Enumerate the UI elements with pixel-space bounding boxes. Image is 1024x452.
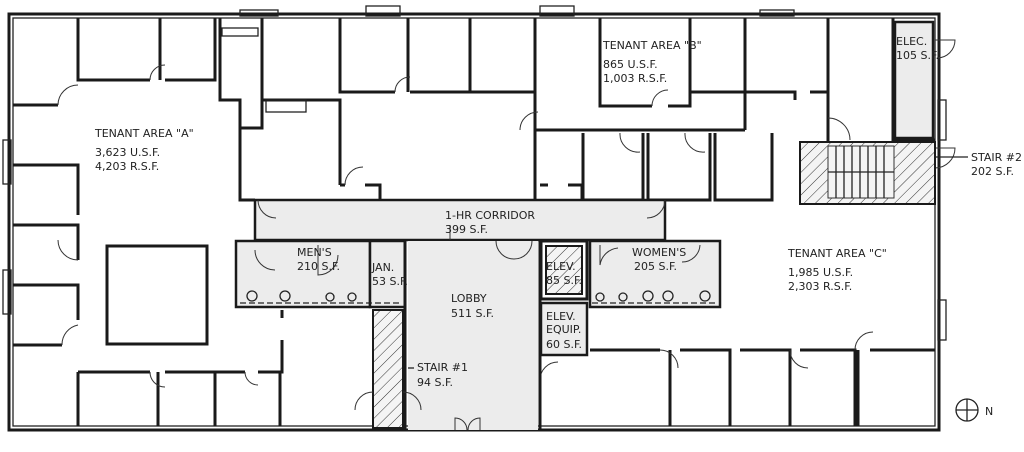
stair1-area: 94 S.F. [417,376,453,389]
elevator-core [539,239,722,357]
lobby-area: 511 S.F. [451,307,494,320]
tenant-c-usf: 1,985 U.S.F. [788,266,853,279]
womens-area: 205 S.F. [634,260,677,273]
lobby-name: LOBBY [451,292,487,305]
tenant-b-usf: 865 U.S.F. [603,58,658,71]
elev-equip-area: 60 S.F. [546,338,582,351]
tenant-a-name: TENANT AREA "A" [94,127,194,140]
lobby [403,240,542,431]
corridor-name: 1-HR CORRIDOR [445,209,535,222]
mens-restroom [234,239,407,309]
elec-room [893,20,935,140]
corridor [253,198,667,242]
stair-1 [354,309,422,429]
north-arrow-icon: N [955,398,993,422]
tenant-bc-walls [535,18,956,426]
elev-name: ELEV. [546,260,576,273]
elev-area: 85 S.F. [546,274,582,287]
tenant-a-walls [13,18,584,426]
tenant-c-name: TENANT AREA "C" [787,247,887,260]
stair2-name: STAIR #2 [971,151,1022,164]
jan-area: 53 S.F. [372,275,408,288]
jan-name: JAN. [371,261,394,274]
tenant-b-name: TENANT AREA "B" [602,39,702,52]
stair-2 [799,141,936,205]
stair2-area: 202 S.F. [971,165,1014,178]
mens-area: 210 S.F. [297,260,340,273]
womens-name: WOMEN'S [632,246,686,259]
elec-name: ELEC. [896,35,927,48]
elec-area: 105 S.F. [896,49,939,62]
tenant-a-rsf: 4,203 R.S.F. [95,160,159,173]
elev-equip-name1: ELEV. [546,310,576,323]
corridor-area: 399 S.F. [445,223,488,236]
elev-equip-name2: EQUIP. [546,323,581,336]
stair1-name: STAIR #1 [417,361,468,374]
tenant-c-rsf: 2,303 R.S.F. [788,280,852,293]
tenant-b-rsf: 1,003 R.S.F. [603,72,667,85]
tenant-a-usf: 3,623 U.S.F. [95,146,160,159]
room-labels: TENANT AREA "A" 3,623 U.S.F. 4,203 R.S.F… [94,35,1022,389]
mens-name: MEN'S [297,246,332,259]
north-label: N [985,405,993,418]
